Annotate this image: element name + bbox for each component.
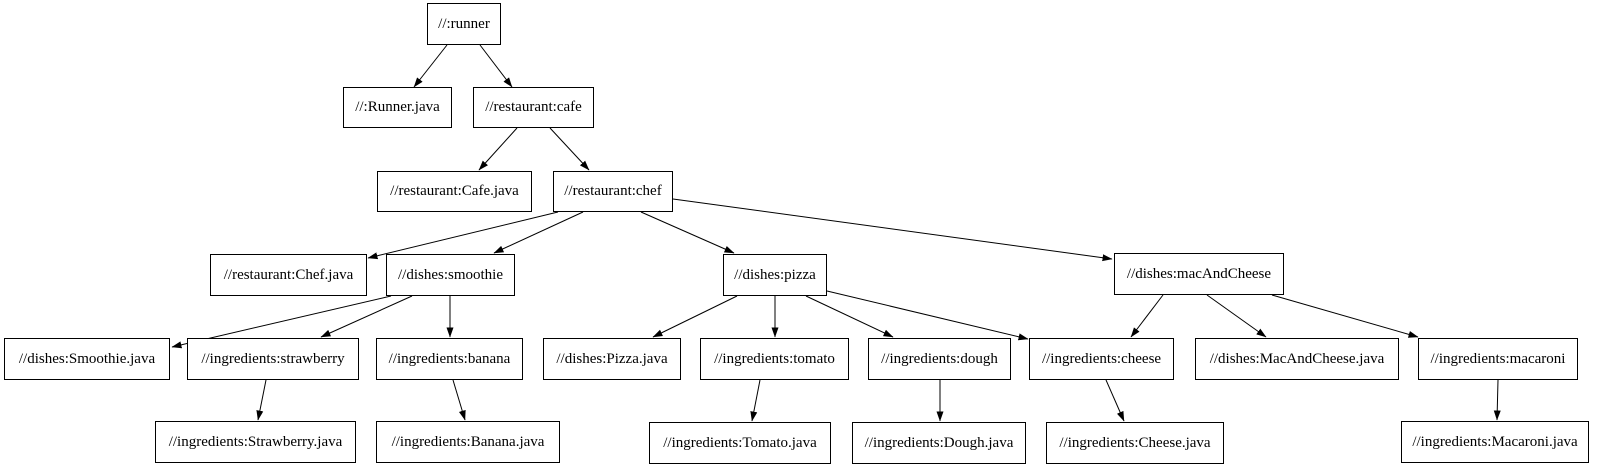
graph-node-pizza-java: //dishes:Pizza.java xyxy=(543,338,681,380)
edge-runner-to-runner-java xyxy=(413,44,448,88)
graph-node-strawberry-java: //ingredients:Strawberry.java xyxy=(155,421,356,463)
graph-node-cheese: //ingredients:cheese xyxy=(1029,338,1174,380)
edge-cafe-to-chef xyxy=(549,127,590,171)
graph-node-tomato: //ingredients:tomato xyxy=(700,338,849,380)
graph-node-runner-java: //:Runner.java xyxy=(343,87,452,128)
graph-node-cafe-java: //restaurant:Cafe.java xyxy=(377,171,532,212)
graph-node-dough-java: //ingredients:Dough.java xyxy=(852,422,1026,464)
edge-pizza-to-dough xyxy=(805,295,894,338)
edge-pizza-to-pizza-java xyxy=(652,295,738,338)
graph-node-banana-java: //ingredients:Banana.java xyxy=(376,421,560,463)
edge-mac-and-cheese-to-macaroni xyxy=(1271,294,1419,338)
graph-node-tomato-java: //ingredients:Tomato.java xyxy=(649,422,831,464)
graph-node-mac-and-cheese-java: //dishes:MacAndCheese.java xyxy=(1195,338,1399,380)
edge-pizza-to-cheese xyxy=(826,290,1029,341)
graph-node-banana: //ingredients:banana xyxy=(376,338,523,380)
edge-cafe-to-cafe-java xyxy=(478,127,518,171)
edge-mac-and-cheese-to-cheese xyxy=(1130,294,1164,338)
edge-chef-to-chef-java xyxy=(367,211,559,260)
edge-macaroni-to-macaroni-java xyxy=(1493,379,1501,421)
graph-node-macaroni: //ingredients:macaroni xyxy=(1418,338,1578,380)
graph-node-cafe: //restaurant:cafe xyxy=(473,87,594,128)
edge-strawberry-to-strawberry-java xyxy=(256,379,267,421)
graph-node-cheese-java: //ingredients:Cheese.java xyxy=(1046,422,1224,464)
graph-node-smoothie-java: //dishes:Smoothie.java xyxy=(4,338,170,380)
graph-node-chef-java: //restaurant:Chef.java xyxy=(210,254,367,296)
graph-node-dough: //ingredients:dough xyxy=(868,338,1011,380)
graph-node-chef: //restaurant:chef xyxy=(553,171,673,212)
graph-node-strawberry: //ingredients:strawberry xyxy=(187,338,359,380)
graph-node-runner: //:runner xyxy=(427,3,501,45)
graph-node-smoothie: //dishes:smoothie xyxy=(386,254,515,296)
edge-chef-to-pizza xyxy=(640,211,735,254)
edge-cheese-to-cheese-java xyxy=(1105,379,1125,422)
edge-runner-to-cafe xyxy=(479,44,513,88)
graph-node-mac-and-cheese: //dishes:macAndCheese xyxy=(1114,253,1284,295)
edge-tomato-to-tomato-java xyxy=(750,379,761,422)
edge-banana-to-banana-java xyxy=(452,379,466,421)
graph-node-pizza: //dishes:pizza xyxy=(723,254,827,296)
edge-chef-to-smoothie xyxy=(493,211,584,254)
edge-mac-and-cheese-to-mac-and-cheese-java xyxy=(1206,294,1267,338)
graph-node-macaroni-java: //ingredients:Macaroni.java xyxy=(1401,421,1589,463)
edge-chef-to-mac-and-cheese xyxy=(672,198,1113,262)
edge-smoothie-to-strawberry xyxy=(320,295,413,338)
